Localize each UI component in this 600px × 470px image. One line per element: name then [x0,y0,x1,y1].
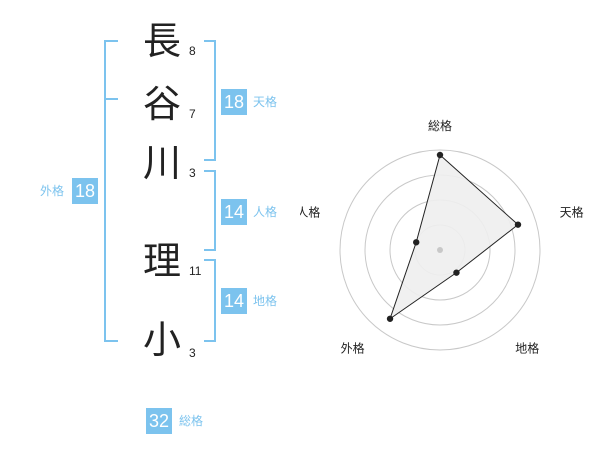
radar-axis-label: 地格 [515,341,539,356]
name-char: 理 [142,239,181,283]
stroke-count: 3 [189,346,196,360]
radar-point [514,221,522,228]
name-char: 長 [142,19,181,63]
chikaku-label: 地格 [253,294,278,308]
radar-axis-label: 人格 [300,204,320,219]
tenkaku-score: 18 [221,89,247,115]
stroke-count: 8 [189,44,196,58]
tenkaku-label: 天格 [253,95,278,109]
jinkaku-label: 人格 [253,205,278,219]
soukaku-label: 総格 [179,414,204,428]
radar-points [386,151,522,322]
soukaku-score: 32 [146,408,172,434]
chikaku-bracket [204,259,216,342]
stroke-count: 3 [189,166,196,180]
radar-area [389,154,519,321]
name-char: 小 [142,318,181,362]
stroke-count: 11 [189,264,202,278]
name-char: 川 [142,141,181,185]
gaikaku-score: 18 [72,178,98,204]
radar-point [413,239,420,246]
jinkaku-score: 14 [221,199,247,225]
radar-point [386,315,394,322]
radar-grid-ring [339,149,541,351]
gaikaku-bracket [104,40,118,342]
radar-center-dot [437,247,443,253]
jinkaku-bracket [204,170,216,251]
radar-point [453,269,460,276]
gaikaku-label: 外格 [40,184,65,198]
bracket-tick [106,98,118,100]
name-char: 谷 [142,82,181,126]
radar-axis-label: 総格 [428,118,452,133]
stroke-count: 7 [189,107,196,121]
tenkaku-bracket [204,40,216,161]
radar-axis-label: 外格 [341,341,365,356]
chikaku-score: 14 [221,288,247,314]
radar-point [436,151,444,159]
radar-axis-label: 天格 [560,204,584,219]
